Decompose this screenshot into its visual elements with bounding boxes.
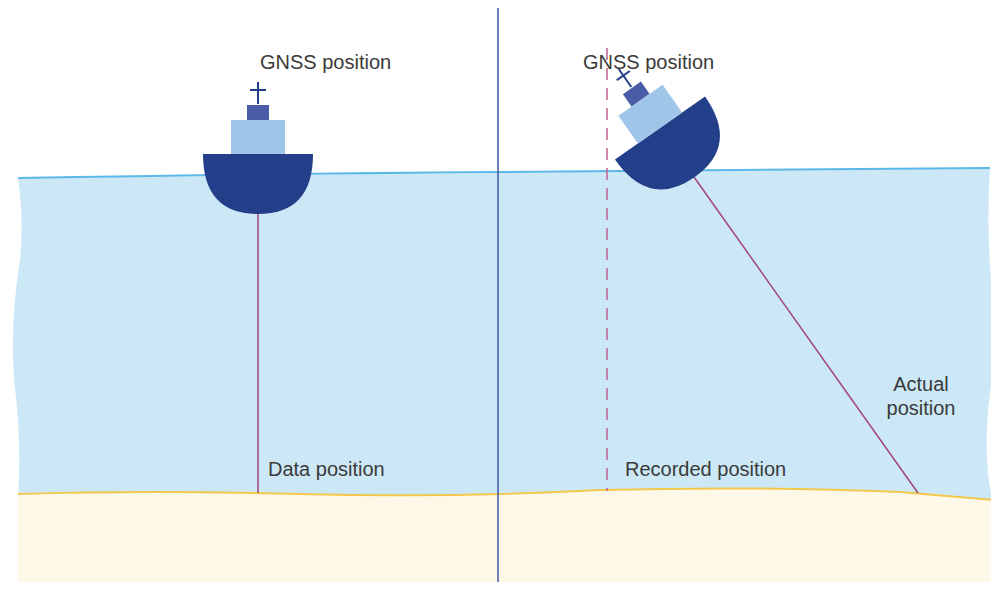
sonar-beam	[694, 177, 918, 493]
gnss-antenna	[250, 89, 266, 91]
ship-bridge	[247, 105, 269, 120]
position-label: GNSS position	[583, 50, 714, 74]
ship-bridge	[623, 82, 650, 107]
position-label: Actual position	[873, 372, 969, 420]
seabed	[18, 488, 991, 582]
ship-cabin	[231, 120, 285, 154]
sonar-beam	[257, 212, 259, 493]
vertical-reference	[606, 48, 608, 491]
ship-tilted	[574, 37, 740, 208]
position-label: GNSS position	[260, 50, 391, 74]
water	[13, 168, 991, 500]
position-label: Data position	[268, 457, 385, 481]
ship-hull	[203, 154, 313, 214]
ship-upright	[203, 82, 313, 214]
gnss-antenna	[257, 82, 259, 104]
sea-surface	[18, 168, 990, 178]
panel-divider	[497, 8, 499, 582]
position-label: Recorded position	[625, 457, 786, 481]
seabed-line	[18, 488, 991, 500]
